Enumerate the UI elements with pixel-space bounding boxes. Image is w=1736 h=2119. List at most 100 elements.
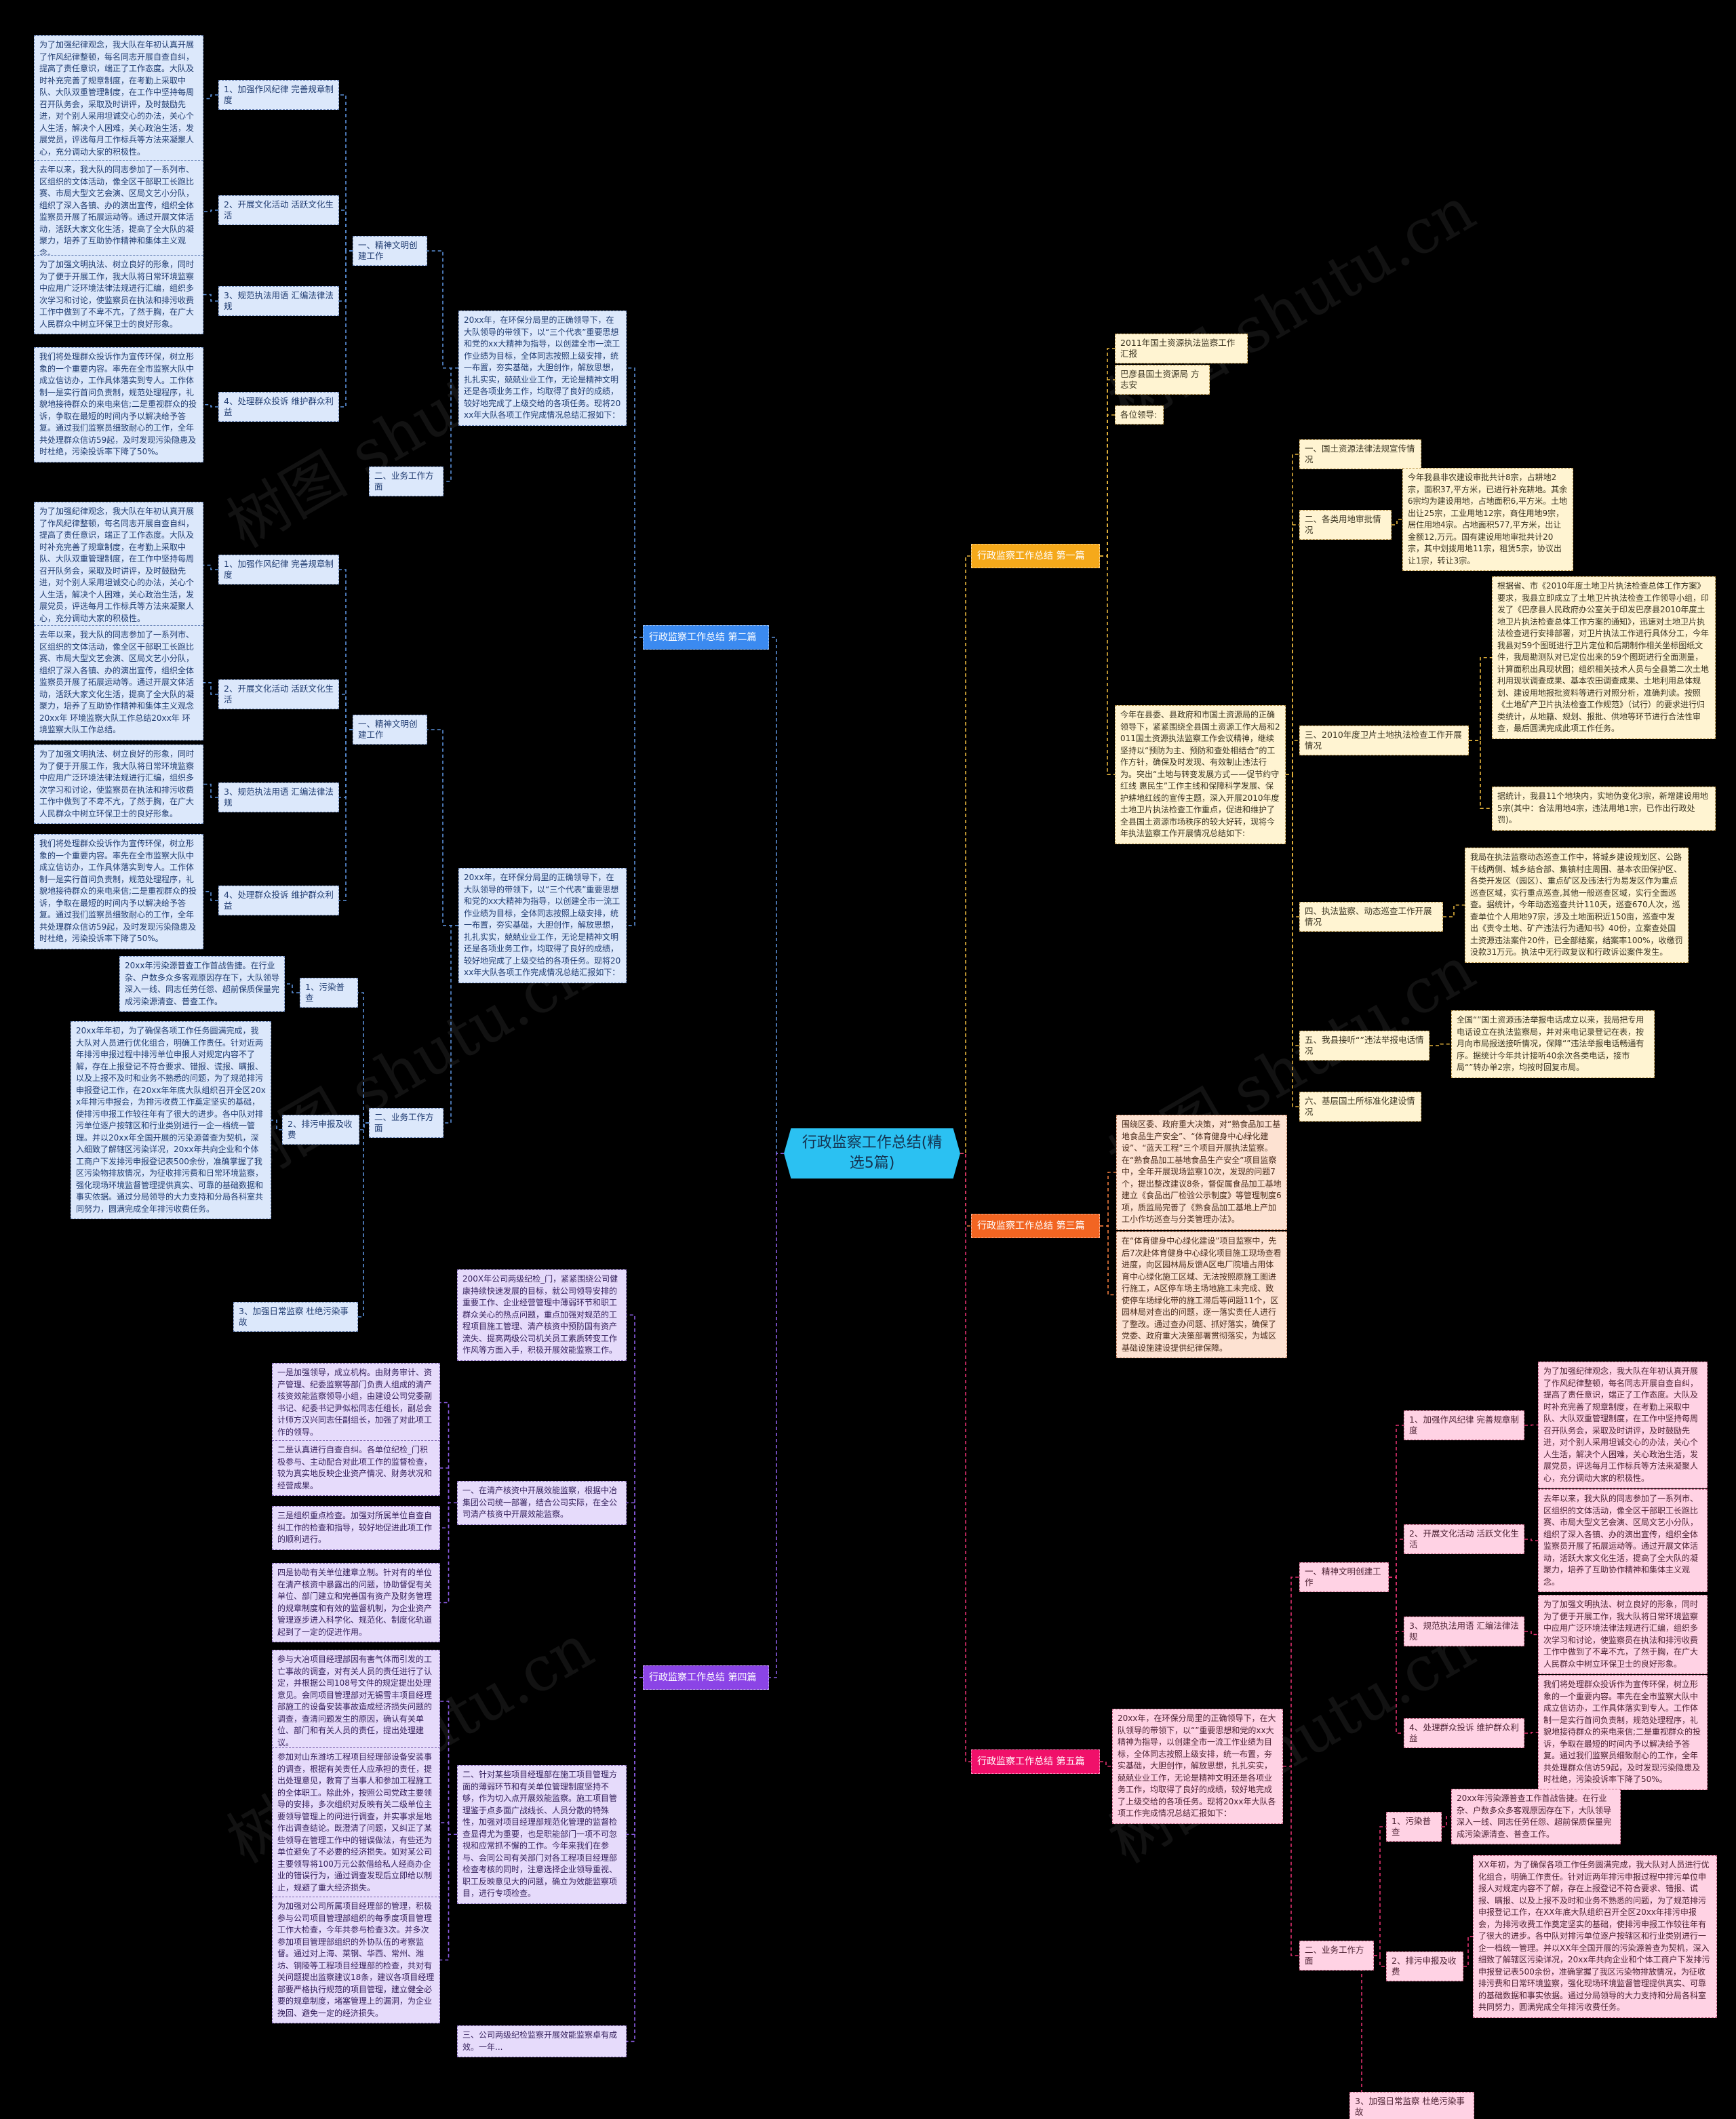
topic-node[interactable]: 一、精神文明创建工作 <box>353 715 427 745</box>
connector-line <box>1429 1043 1451 1046</box>
topic-node[interactable]: 二、业务工作方面 <box>369 467 443 496</box>
topic-node[interactable]: 1、污染普查 <box>1386 1812 1442 1842</box>
text-node: 为了加强文明执法、树立良好的形象，同时为了便于开展工作，我大队将日常环境监察中应… <box>34 255 203 334</box>
text-node: 为了加强文明执法、树立良好的形象，同时为了便于开展工作，我大队将日常环境监察中应… <box>34 745 203 824</box>
topic-node[interactable]: 2、开展文化活动 活跃文化生活 <box>218 679 339 709</box>
connector-line <box>339 250 353 408</box>
connector-line <box>203 783 218 798</box>
connector-line <box>960 555 971 1154</box>
connector-line <box>440 1822 457 1836</box>
branch-topic-b5[interactable]: 行政监察工作总结 第五篇 <box>971 1749 1100 1774</box>
connector-line <box>1443 904 1465 917</box>
text-node: 为了加强纪律观念，我大队在年初认真开展了作风纪律整顿，每名同志开展自查自纠，提高… <box>34 502 203 629</box>
connector-line <box>443 367 458 482</box>
text-node: 为了加强纪律观念，我大队在年初认真开展了作风纪律整顿，每名同志开展自查自纠，提高… <box>1538 1362 1708 1488</box>
branch-topic-b1[interactable]: 行政监察工作总结 第一篇 <box>971 544 1100 568</box>
topic-node[interactable]: 二、业务工作方面 <box>369 1108 443 1138</box>
topic-node[interactable]: 一、精神文明创建工作 <box>353 236 427 266</box>
topic-node[interactable]: 2、开展文化活动 活跃文化生活 <box>1404 1524 1524 1554</box>
topic-node[interactable]: 3、加强日常监察 杜绝污染事故 <box>1349 2092 1474 2119</box>
text-node: 二是认真进行自查自纠。各单位纪检_门积极参与、主动配合对此项工作的监督检查，较为… <box>272 1440 440 1496</box>
connector-line <box>1463 1935 1473 1967</box>
topic-node[interactable]: 一、精神文明创建工作 <box>1299 1562 1389 1592</box>
text-node: 去年以来，我大队的同志参加了一系列市、区组织的文体活动，像全区干部职工长跑比赛、… <box>34 625 203 740</box>
topic-node[interactable]: 二、业务工作方面 <box>1299 1941 1374 1971</box>
text-node: 围绕区委、政府重大决策，对“熟食品加工基地食品生产安全”、“体育健身中心绿化建设… <box>1116 1115 1287 1230</box>
topic-node[interactable]: 1、污染普查 <box>300 978 358 1008</box>
topic-node[interactable]: 三、2010年度卫片土地执法检查工作开展情况 <box>1299 726 1469 755</box>
connector-line <box>1524 1424 1538 1426</box>
topic-node[interactable]: 3、规范执法用语 汇编法律法规 <box>1404 1617 1524 1646</box>
topic-node[interactable]: 各位领导: <box>1115 405 1164 424</box>
connector-line <box>1349 1955 1374 2107</box>
connector-line <box>1469 740 1492 810</box>
connector-line <box>1100 555 1115 776</box>
text-node: 根据省、市《2010年度土地卫片执法检查总体工作方案》要求，我县立即成立了土地卫… <box>1492 576 1716 739</box>
topic-node[interactable]: 二、各类用地审批情况 <box>1299 510 1392 540</box>
connector-line <box>1286 524 1299 776</box>
branch-topic-b3[interactable]: 行政监察工作总结 第三篇 <box>971 1214 1100 1238</box>
connector-line <box>627 1314 643 1678</box>
connector-line <box>627 1677 643 2042</box>
connector-line <box>1524 1539 1538 1541</box>
connector-line <box>440 1701 457 1836</box>
topic-node[interactable]: 3、规范执法用语 汇编法律法规 <box>218 783 339 812</box>
connector-line <box>203 564 218 570</box>
connector-line <box>1100 414 1115 557</box>
topic-node[interactable]: 2、开展文化活动 活跃文化生活 <box>218 195 339 225</box>
connector-line <box>1286 740 1299 776</box>
connector-line <box>1100 1225 1116 1296</box>
topic-node[interactable]: 1、加强作风纪律 完善规章制度 <box>1404 1410 1524 1440</box>
connector-line <box>627 1502 643 1678</box>
connector-line <box>1286 774 1299 1107</box>
text-node: 去年以来，我大队的同志参加了一系列市、区组织的文体活动，像全区干部职工长跑比赛、… <box>34 160 203 263</box>
topic-node[interactable]: 4、处理群众投诉 维护群众利益 <box>218 886 339 915</box>
connector-line <box>339 694 353 730</box>
topic-node[interactable]: 2、排污申报及收费 <box>282 1115 359 1145</box>
topic-node[interactable]: 四、执法监察、动态巡查工作开展情况 <box>1299 902 1443 932</box>
topic-node[interactable]: 2、排污申报及收费 <box>1386 1952 1463 1981</box>
connector-line <box>1524 1731 1538 1734</box>
connector-line <box>443 924 458 1124</box>
connector-line <box>1100 1171 1116 1227</box>
text-node: 20xx年，在环保分局里的正确领导下，在大队领导的带领下，以“三个代表”重要思想… <box>458 868 627 983</box>
connector-line <box>960 1153 971 1227</box>
connector-line <box>440 1502 457 1604</box>
connector-line <box>1283 1577 1299 1767</box>
connector-line <box>1286 774 1299 917</box>
connector-line <box>1374 1826 1386 1956</box>
branch-topic-b4[interactable]: 行政监察工作总结 第四篇 <box>643 1665 769 1690</box>
topic-node[interactable]: 六、基层国土所标准化建设情况 <box>1299 1092 1421 1122</box>
topic-node[interactable]: 4、处理群众投诉 维护群众利益 <box>1404 1718 1524 1748</box>
text-node: 去年以来，我大队的同志参加了一系列市、区组织的文体活动，像全区干部职工长跑比赛、… <box>1538 1489 1708 1592</box>
connector-line <box>769 1153 784 1678</box>
connector-line <box>440 1402 457 1504</box>
topic-node[interactable]: 五、我县接听“”违法举报电话情况 <box>1299 1031 1429 1061</box>
connector-line <box>1442 1816 1451 1827</box>
text-node: 20xx年污染源普查工作首战告捷。在行业杂、户数多众多客观原因存在下，大队领导深… <box>119 956 285 1012</box>
topic-node[interactable]: 1、加强作风纪律 完善规章制度 <box>218 555 339 585</box>
topic-node[interactable]: 3、规范执法用语 汇编法律法规 <box>218 286 339 316</box>
root-topic[interactable]: 行政监察工作总结(精选5篇) <box>784 1128 960 1179</box>
connector-line <box>359 1122 369 1130</box>
connector-line <box>440 1834 457 1961</box>
connector-line <box>440 1467 457 1504</box>
connector-line <box>769 637 784 1154</box>
connector-line <box>427 250 458 369</box>
topic-node[interactable]: 3、加强日常监察 杜绝污染事故 <box>233 1302 358 1332</box>
connector-line <box>1389 1539 1404 1578</box>
text-node: 20xx年，在环保分局里的正确领导下，在大队领导的带领下，以“三个代表”重要思想… <box>458 311 627 426</box>
connector-line <box>627 637 643 926</box>
topic-node[interactable]: 1、加强作风纪律 完善规章制度 <box>218 80 339 110</box>
branch-topic-b2[interactable]: 行政监察工作总结 第二篇 <box>643 625 769 650</box>
text-node: 参与大冶项目经理部因有害气体而引发的工亡事故的调查，对有关人员的责任进行了认定，… <box>272 1650 440 1753</box>
connector-line <box>1283 1765 1299 1956</box>
text-node: 我们将处理群众投诉作为宣传环保，树立形象的一个重要内容。率先在全市监察大队中成立… <box>34 834 203 949</box>
topic-node[interactable]: 2011年国土资源执法监察工作汇报 <box>1115 334 1248 363</box>
connector-line <box>427 729 458 926</box>
topic-node[interactable]: 巴彦县国土资源局 方志安 <box>1115 365 1210 395</box>
topic-node[interactable]: 4、处理群众投诉 维护群众利益 <box>218 392 339 422</box>
topic-node[interactable]: 一、国土资源法律法规宣传情况 <box>1299 439 1421 469</box>
text-node: 20xx年污染源普查工作首战告捷。在行业杂、户数多众多客观原因存在下，大队领导深… <box>1451 1789 1621 1844</box>
